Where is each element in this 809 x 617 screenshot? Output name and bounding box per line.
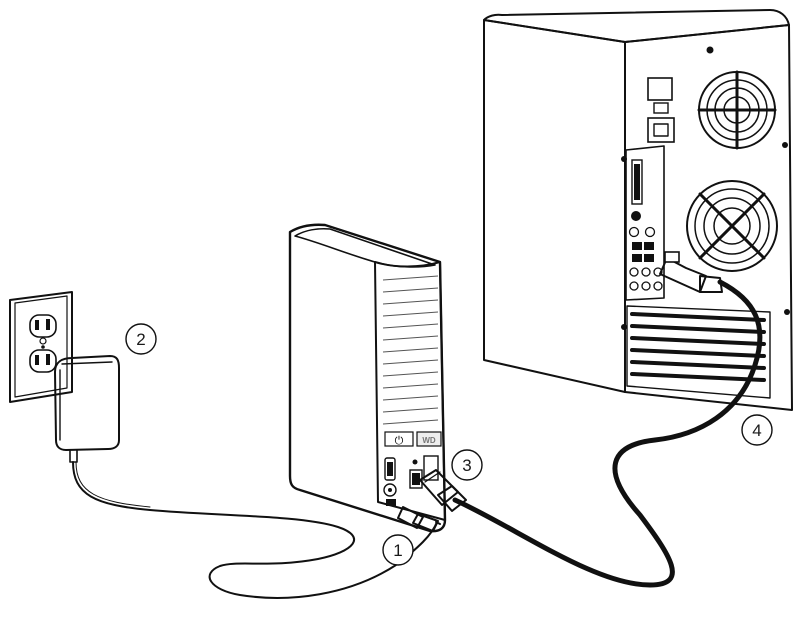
drive-logo: WD: [422, 436, 436, 445]
computer-tower: [483, 9, 793, 411]
usb-cable: [452, 279, 763, 588]
psu-fan: [697, 70, 777, 150]
power-plug: [397, 506, 441, 532]
callout-step-4-label: 4: [752, 421, 761, 440]
external-drive: ⏻ WD: [288, 223, 447, 533]
callout-step-3-label: 3: [462, 456, 471, 475]
outlet-receptacle-upper: [29, 314, 57, 345]
drive-button-bar: ⏻ WD: [384, 431, 442, 447]
tower-power-supply: [647, 70, 777, 150]
callout-step-2-label: 2: [136, 330, 145, 349]
case-fan: [686, 180, 778, 272]
callout-step-1: 1: [382, 534, 414, 566]
callout-step-1-label: 1: [393, 541, 402, 560]
usb-plug-computer: [659, 251, 723, 293]
tower-io-panel: [625, 145, 665, 301]
power-symbol: ⏻: [395, 434, 404, 447]
drive-vents: [382, 275, 439, 425]
callout-step-4: 4: [741, 414, 773, 446]
outlet-receptacle-lower: [29, 349, 57, 373]
drive-ports: [383, 455, 439, 506]
callout-step-3: 3: [451, 449, 483, 481]
callout-step-2: 2: [125, 323, 157, 355]
power-adapter: [54, 355, 120, 463]
power-cable: [72, 461, 438, 599]
wall-outlet: [9, 291, 73, 403]
usb-plug-drive: [419, 469, 467, 512]
expansion-slots: [626, 305, 771, 399]
